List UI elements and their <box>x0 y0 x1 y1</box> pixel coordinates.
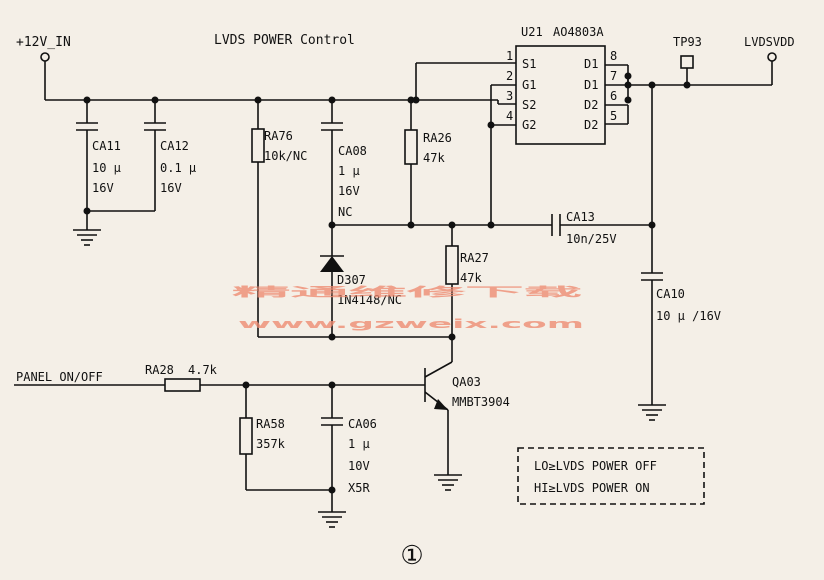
ca06-ref: CA06 <box>348 417 377 431</box>
net-panel-on-off: PANEL ON/OFF <box>16 370 103 384</box>
ra27-ref: RA27 <box>460 251 489 265</box>
figure-number: ① <box>400 541 423 571</box>
ca06-dielectric: X5R <box>348 481 370 495</box>
net-lvdsvdd: LVDSVDD <box>744 35 795 49</box>
ca11-voltage: 16V <box>92 181 114 195</box>
ic-pin7-name: D1 <box>584 78 598 92</box>
net-12v-in: +12V_IN <box>16 35 71 50</box>
ic-pin7-num: 7 <box>610 69 617 83</box>
ca10-value: 10 µ /16V <box>656 309 721 323</box>
d307-value: 1N4148/NC <box>337 293 402 307</box>
ic-pin3-name: S2 <box>522 98 536 112</box>
ca13-value: 10n/25V <box>566 232 617 246</box>
ic-pin8-name: D1 <box>584 57 598 71</box>
ic-part: AO4803A <box>553 25 604 39</box>
ra27-value: 47k <box>460 271 482 285</box>
diode-d307-triangle <box>320 256 344 272</box>
ca08-voltage: 16V <box>338 184 360 198</box>
legend-line1: LO≥LVDS POWER OFF <box>534 459 657 473</box>
ca12-value: 0.1 µ <box>160 161 196 175</box>
ca12-ref: CA12 <box>160 139 189 153</box>
ca08-ref: CA08 <box>338 144 367 158</box>
ic-pin2-num: 2 <box>506 69 513 83</box>
qa03-ref: QA03 <box>452 375 481 389</box>
schematic-title: LVDS POWER Control <box>214 33 355 48</box>
qa03-part: MMBT3904 <box>452 395 510 409</box>
ic-pin2-name: G1 <box>522 78 536 92</box>
ca06-voltage: 10V <box>348 459 370 473</box>
d307-ref: D307 <box>337 273 366 287</box>
ca08-nc: NC <box>338 205 352 219</box>
ic-pin6-name: D2 <box>584 98 598 112</box>
ca11-ref: CA11 <box>92 139 121 153</box>
ra76-value: 10k/NC <box>264 149 307 163</box>
emitter-arrow <box>434 399 448 410</box>
ic-pin4-name: G2 <box>522 118 536 132</box>
ca06-value: 1 µ <box>348 437 370 451</box>
legend-line2: HI≥LVDS POWER ON <box>534 481 650 495</box>
ca12-voltage: 16V <box>160 181 182 195</box>
ic-pin1-num: 1 <box>506 49 513 63</box>
ra28-value: 4.7k <box>188 363 218 377</box>
ca11-value: 10 µ <box>92 161 121 175</box>
ca08-value: 1 µ <box>338 164 360 178</box>
ic-pin3-num: 3 <box>506 89 513 103</box>
ra76-ref: RA76 <box>264 129 293 143</box>
ic-pin5-name: D2 <box>584 118 598 132</box>
ra28-ref: RA28 <box>145 363 174 377</box>
ra26-ref: RA26 <box>423 131 452 145</box>
ic-pin1-name: S1 <box>522 57 536 71</box>
ic-ref: U21 <box>521 25 543 39</box>
ra26-value: 47k <box>423 151 445 165</box>
ca10-ref: CA10 <box>656 287 685 301</box>
ic-pin6-num: 6 <box>610 89 617 103</box>
junctions <box>83 72 691 494</box>
wiring <box>14 45 777 528</box>
testpoint-label: TP93 <box>673 35 702 49</box>
ra58-ref: RA58 <box>256 417 285 431</box>
watermark-cn: 精通维修下载 <box>232 284 582 299</box>
ic-pin5-num: 5 <box>610 109 617 123</box>
ic-pin8-num: 8 <box>610 49 617 63</box>
ca13-ref: CA13 <box>566 210 595 224</box>
ra58-value: 357k <box>256 437 286 451</box>
watermark-url: www.gzweix.com <box>238 317 584 331</box>
ic-pin4-num: 4 <box>506 109 513 123</box>
